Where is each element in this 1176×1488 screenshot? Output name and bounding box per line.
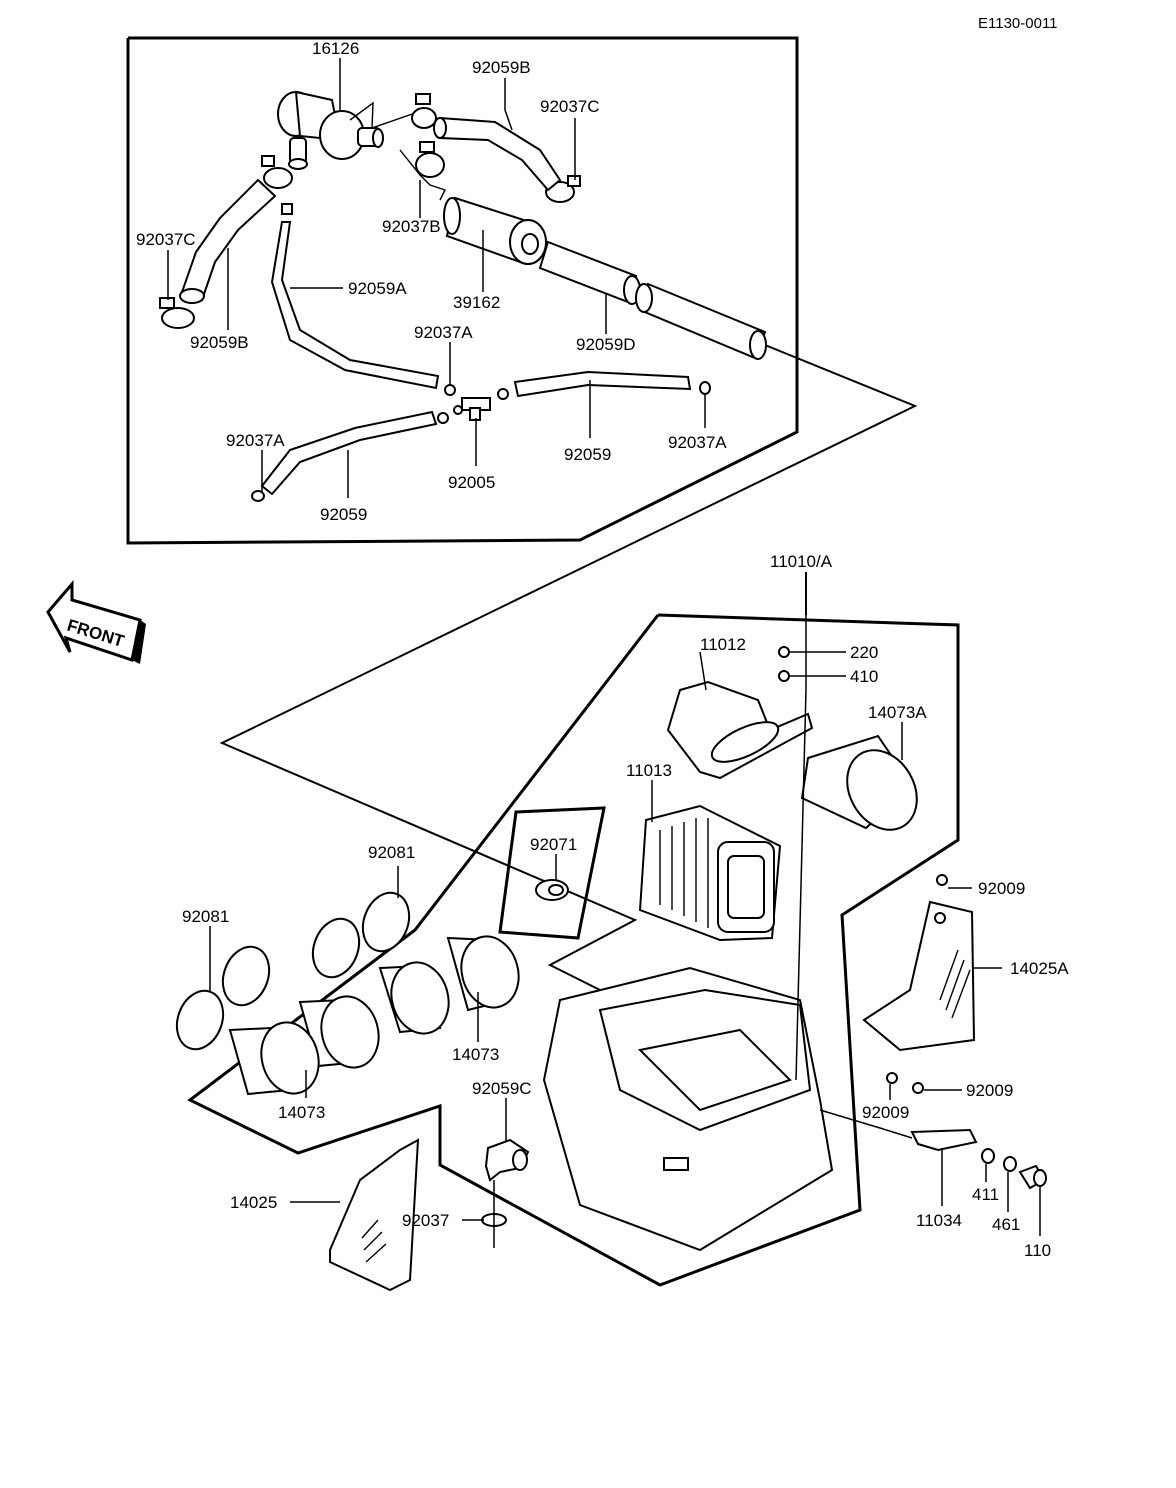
clamp-92037C-top xyxy=(411,93,437,129)
valve-bracket-line xyxy=(349,101,419,129)
label-14025: 14025 xyxy=(230,1193,277,1212)
label-92037C-left: 92037C xyxy=(136,230,196,249)
hose-92059B-top xyxy=(439,116,562,192)
label-92037A-left: 92037A xyxy=(226,431,285,450)
label-92009-mid: 92009 xyxy=(966,1081,1013,1100)
cover-11012 xyxy=(666,680,814,780)
washer-410 xyxy=(778,670,790,682)
label-92071: 92071 xyxy=(530,835,577,854)
upper-lower-connector xyxy=(219,344,918,996)
airbox-housing xyxy=(542,966,834,1252)
duct-14073-2 xyxy=(378,961,450,1035)
leader-housing-to-11034 xyxy=(819,1109,913,1139)
label-92059C: 92059C xyxy=(472,1079,532,1098)
label-410: 410 xyxy=(850,667,878,686)
label-92037A-mid: 92037A xyxy=(414,323,473,342)
label-14025A: 14025A xyxy=(1010,959,1069,978)
clamp-92037A-right xyxy=(699,381,711,395)
washer-411 xyxy=(981,1148,995,1164)
grommet-box-92071 xyxy=(498,806,606,940)
clamp-92037C-left xyxy=(159,297,195,329)
label-220: 220 xyxy=(850,643,878,662)
label-110: 110 xyxy=(1024,1241,1051,1260)
label-14073-right: 14073 xyxy=(452,1045,499,1064)
label-461: 461 xyxy=(992,1215,1020,1234)
front-arrow-icon: FRONT xyxy=(46,579,146,664)
bracket-14025 xyxy=(329,1138,420,1292)
leader-11012 xyxy=(699,651,707,691)
screw-92009-mid xyxy=(912,1082,924,1094)
clamp-92037A-left xyxy=(251,490,265,502)
hose-92059D-a xyxy=(538,240,638,304)
t-joint-92005 xyxy=(453,397,491,421)
leader-frame-to-screw xyxy=(795,615,807,1081)
label-92037C-top: 92037C xyxy=(540,97,600,116)
screw-92009-low xyxy=(886,1072,898,1084)
label-16126: 16126 xyxy=(312,39,359,58)
label-11013: 11013 xyxy=(626,761,672,780)
label-92081-a: 92081 xyxy=(368,843,415,862)
duct-14073-1 xyxy=(446,935,520,1012)
label-92037: 92037 xyxy=(402,1211,449,1230)
bolt-110 xyxy=(1018,1164,1047,1190)
label-39162: 39162 xyxy=(453,293,500,312)
bracket-11034 xyxy=(910,1128,978,1152)
label-92009-top: 92009 xyxy=(978,879,1025,898)
small-fitting xyxy=(281,203,293,215)
grommet-92071 xyxy=(535,879,569,901)
label-411: 411 xyxy=(972,1185,999,1204)
label-92059D: 92059D xyxy=(576,335,636,354)
label-92059A: 92059A xyxy=(348,279,407,298)
hose-92059-right xyxy=(513,370,692,398)
label-92037B: 92037B xyxy=(382,217,441,236)
clamp-small-1 xyxy=(497,388,509,400)
upper-group-frame xyxy=(126,36,799,545)
ring-92081-2 xyxy=(311,917,361,979)
canister-39162 xyxy=(443,196,547,265)
label-14073-left: 14073 xyxy=(278,1103,325,1122)
clamp-92037B xyxy=(415,141,445,178)
clamp-small-2 xyxy=(437,412,449,424)
screw-92009-top xyxy=(936,874,948,886)
hose-92059-left xyxy=(260,410,438,496)
label-11034: 11034 xyxy=(916,1211,962,1230)
screw-220 xyxy=(778,646,790,658)
diagram-code: E1130-0011 xyxy=(978,15,1058,32)
label-92009-low: 92009 xyxy=(862,1103,909,1122)
label-92059-left: 92059 xyxy=(320,505,367,524)
clamp-92037A-mid xyxy=(444,384,456,396)
lower-group-frame xyxy=(187,613,960,1287)
label-92059B-left: 92059B xyxy=(190,333,249,352)
label-92037A-right: 92037A xyxy=(668,433,727,452)
hose-92059D-b xyxy=(638,282,767,360)
leader-92059B-top xyxy=(504,78,513,131)
label-92059B-top: 92059B xyxy=(472,58,531,77)
label-92081-b: 92081 xyxy=(182,907,229,926)
valve-bracket-line-2 xyxy=(399,149,446,201)
bracket-14025A xyxy=(862,900,976,1052)
clamp-near-valve xyxy=(261,155,293,189)
elbow-92059C xyxy=(484,1138,530,1182)
duct-14073A xyxy=(800,734,918,831)
label-92059-right: 92059 xyxy=(564,445,611,464)
ring-92081-1 xyxy=(361,891,411,953)
duct-14073-4 xyxy=(228,1021,320,1096)
label-14073A: 14073A xyxy=(868,703,927,722)
air-valve-16126 xyxy=(277,90,384,170)
hose-92059A xyxy=(270,221,440,390)
label-92005: 92005 xyxy=(448,473,495,492)
ring-92081-3 xyxy=(221,945,271,1007)
label-11010A: 11010/A xyxy=(770,552,833,571)
label-11012: 11012 xyxy=(700,635,746,654)
filter-11013 xyxy=(638,804,782,942)
washer-461 xyxy=(1003,1156,1017,1172)
ring-92081-4 xyxy=(175,989,225,1051)
